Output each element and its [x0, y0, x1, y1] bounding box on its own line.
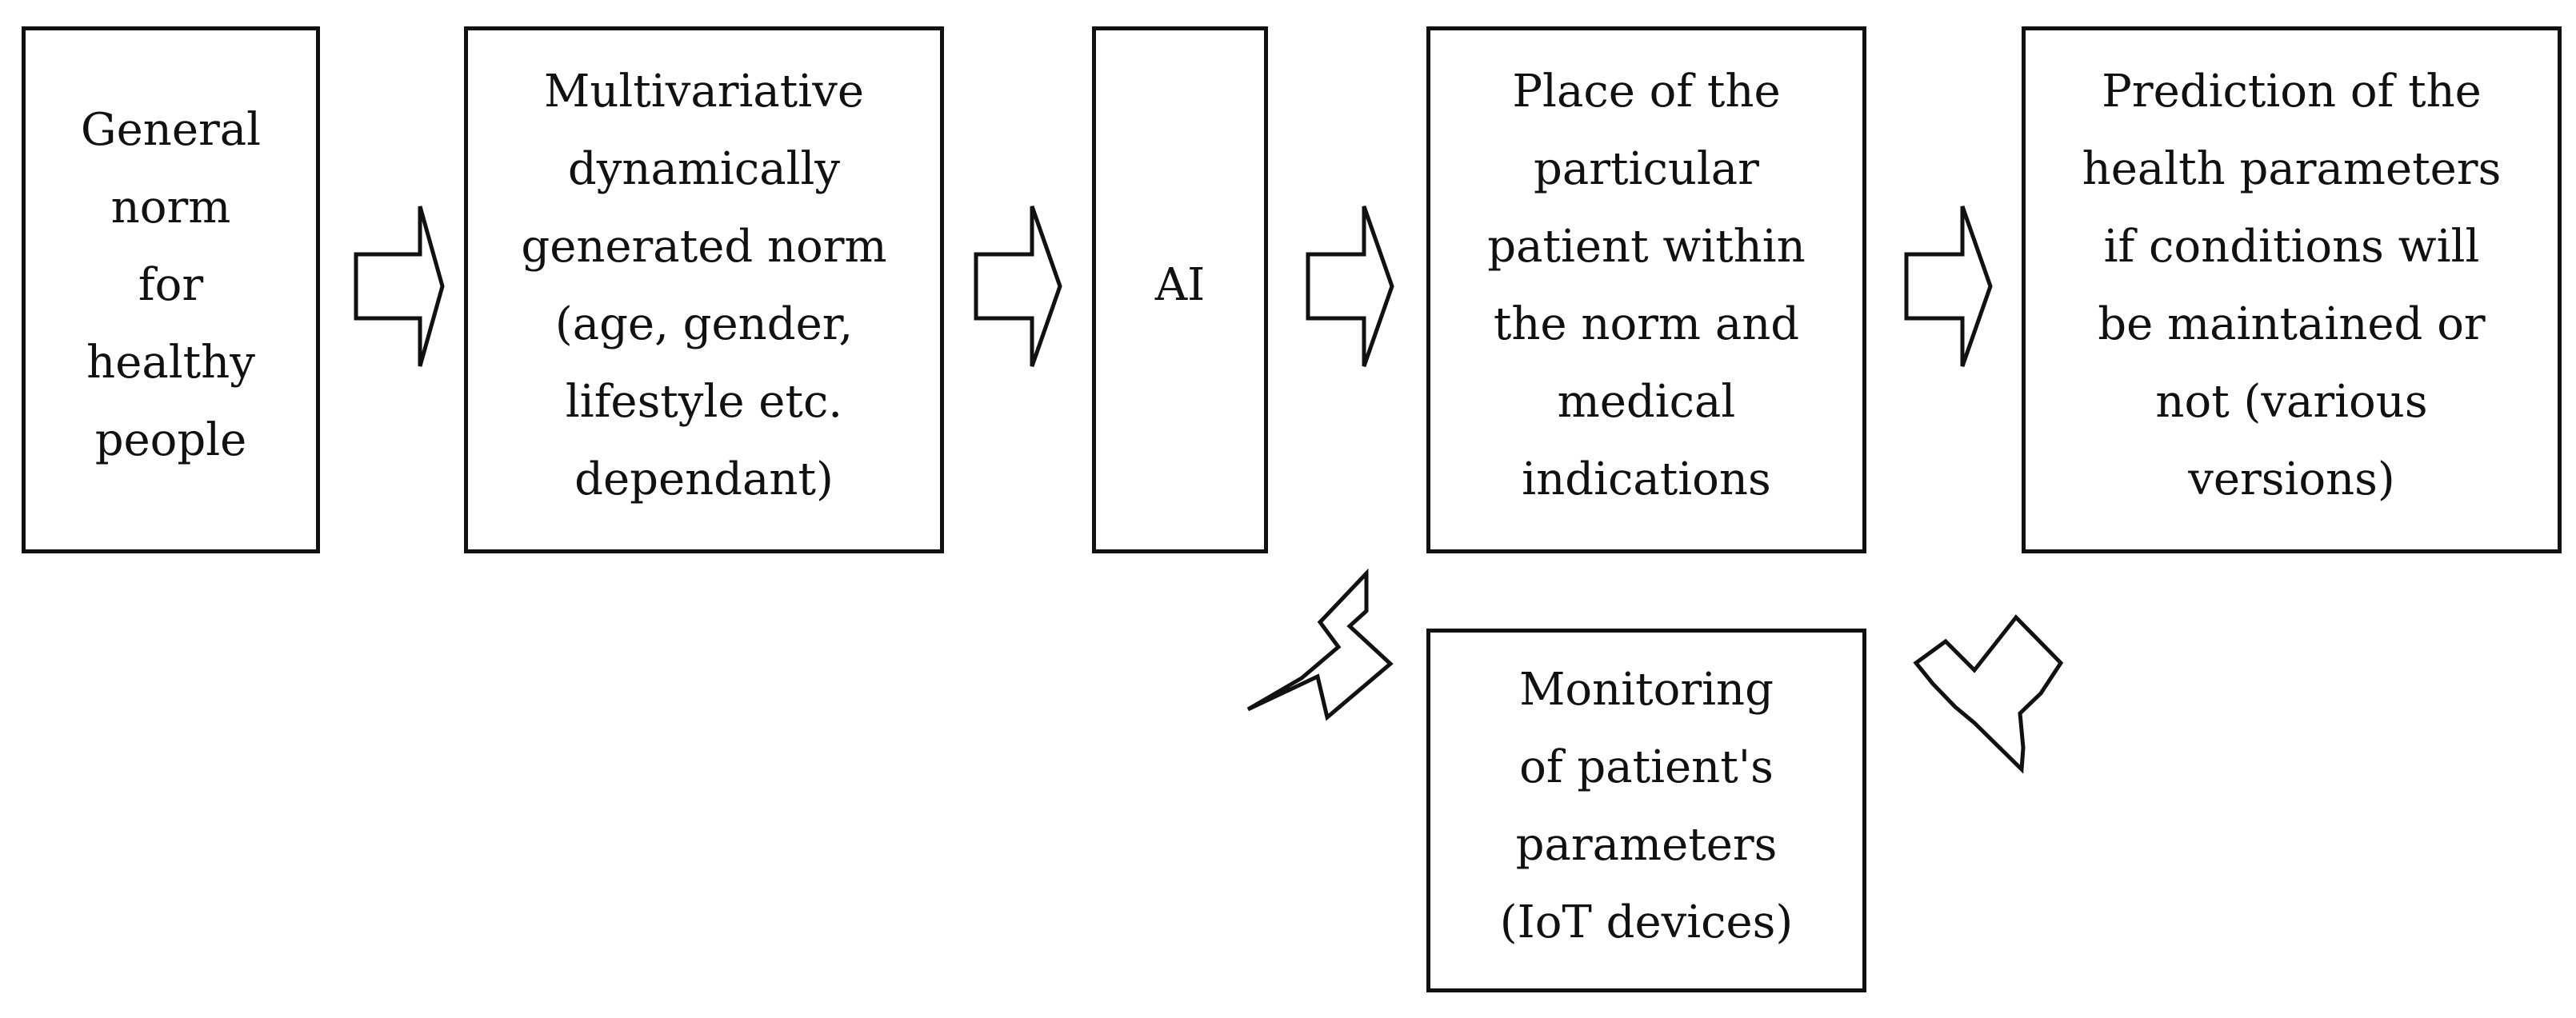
node-label: General norm for healthy people: [80, 104, 262, 466]
arrow-general-to-multivariative: [354, 206, 445, 367]
arrow-multivariative-to-ai: [974, 206, 1062, 367]
node-ai: AI: [1092, 26, 1268, 553]
arrow-prediction-to-monitoring: [1913, 614, 2064, 774]
node-prediction: Prediction of the health parameters if c…: [2022, 26, 2562, 553]
node-patient-place: Place of the particular patient within t…: [1426, 26, 1866, 553]
arrow-monitoring-to-patient-place: [1246, 568, 1394, 721]
node-label: Prediction of the health parameters if c…: [2082, 65, 2502, 505]
arrow-patient-place-to-prediction: [1904, 206, 1993, 367]
arrow-ai-to-patient-place: [1306, 206, 1394, 367]
node-label: Multivariative dynamically generated nor…: [521, 65, 887, 505]
node-multivariative-norm: Multivariative dynamically generated nor…: [464, 26, 944, 553]
node-monitoring: Monitoring of patient's parameters (IoT …: [1426, 629, 1866, 992]
node-label: Monitoring of patient's parameters (IoT …: [1499, 663, 1794, 948]
node-label: Place of the particular patient within t…: [1487, 65, 1806, 505]
node-general-norm: General norm for healthy people: [22, 26, 320, 553]
node-label: AI: [1154, 259, 1206, 311]
